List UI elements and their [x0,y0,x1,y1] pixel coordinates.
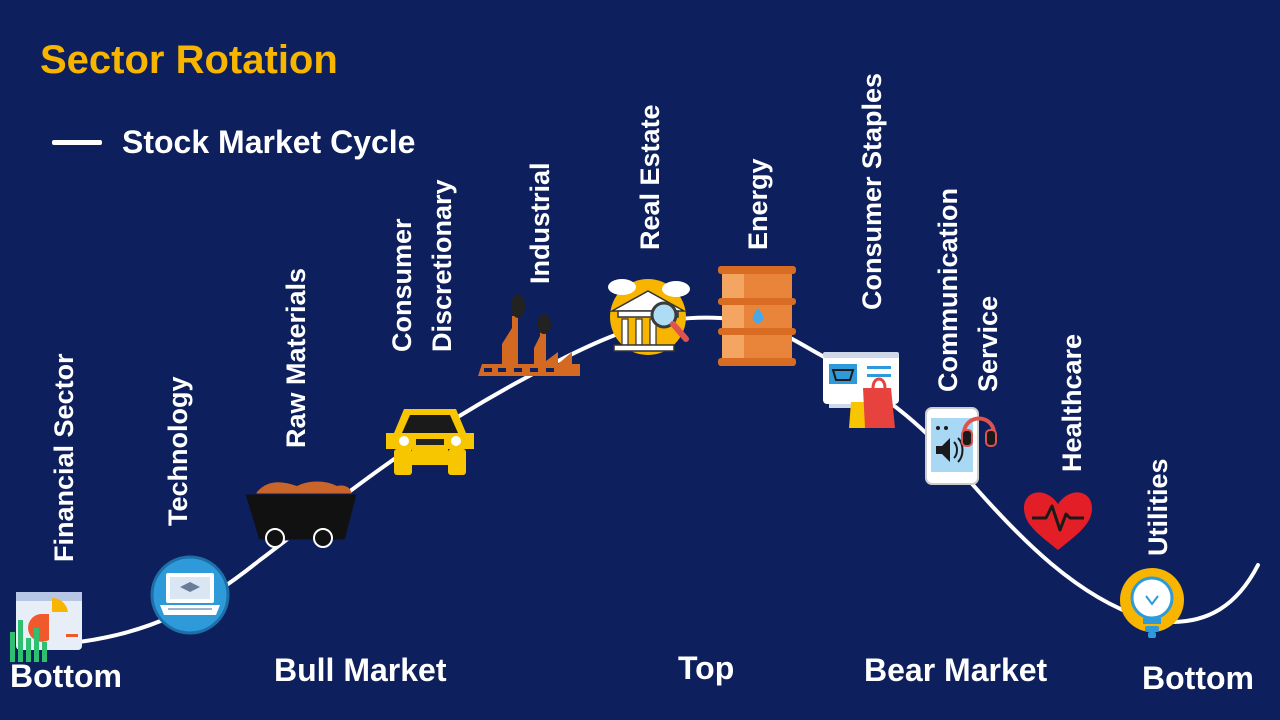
legend-label: Stock Market Cycle [122,124,416,160]
sector-label-line: Service [973,295,1003,392]
sector-label-energy: Energy [738,158,778,250]
phase-label-top: Top [678,650,735,686]
phase-label-bull-market: Bull Market [274,652,447,688]
page-title: Sector Rotation [40,38,338,82]
sector-label-line: Technology [163,376,193,526]
sector-label-line: Consumer Staples [857,72,887,310]
sector-label-line: Energy [743,158,773,250]
ore-cart-icon [244,481,358,548]
sector-label-communication-service: Communication Service [928,188,1008,392]
sector-label-line: Healthcare [1057,333,1087,472]
smartphone-speaker-icon [925,407,997,485]
sector-label-consumer-staples: Consumer Staples [852,73,892,310]
phase-label-bottom-left: Bottom [10,658,122,694]
sector-label-line: Consumer [387,218,417,352]
sector-label-real-estate: Real Estate [630,104,670,250]
sector-label-line: Raw Materials [281,267,311,448]
laptop-icon [150,555,230,635]
heart-pulse-icon [1024,492,1092,550]
factory-icon [478,294,580,376]
sector-label-technology: Technology [158,376,198,526]
oil-barrel-icon [718,266,796,366]
sector-label-utilities: Utilities [1138,458,1178,556]
sector-label-healthcare: Healthcare [1052,334,1092,472]
sector-label-line: Utilities [1143,458,1173,556]
sector-label-line: Industrial [525,162,555,284]
sector-label-line: Real Estate [635,104,665,250]
light-bulb-icon [1120,568,1184,638]
sector-label-raw-materials: Raw Materials [276,268,316,448]
sector-label-consumer-discretionary: Consumer Discretionary [382,179,462,352]
pie-chart-icon [10,592,82,662]
bank-building-icon [608,279,690,355]
sector-label-line: Financial Sector [49,353,79,562]
sector-label-line: Discretionary [427,179,457,352]
sector-label-industrial: Industrial [520,162,560,284]
phase-label-bottom-right: Bottom [1142,660,1254,696]
shopping-basket-icon [823,352,899,428]
car-icon [386,409,474,475]
sector-label-line: Communication [933,187,963,392]
sector-label-financial: Financial Sector [44,353,84,562]
legend-line-swatch [52,140,102,145]
phase-label-bear-market: Bear Market [864,652,1048,688]
